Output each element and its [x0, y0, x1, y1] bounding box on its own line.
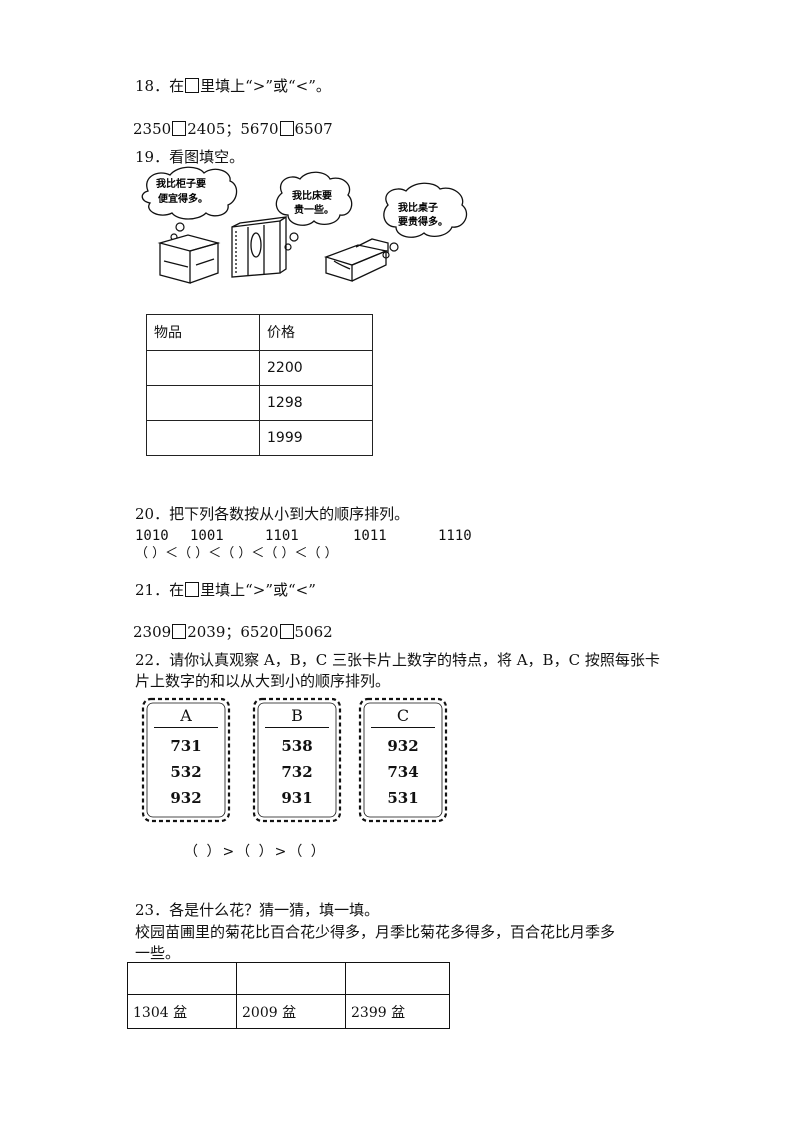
- q21-title: 21．在里填上“>”或“<”: [135, 581, 316, 599]
- item-cell[interactable]: [146, 350, 260, 386]
- price-cell: 2200: [259, 350, 373, 386]
- price-cell: 1999: [259, 420, 373, 456]
- thought-bubble: [141, 166, 238, 241]
- table-furniture-drawing: [157, 234, 221, 284]
- table-header: 价格: [259, 314, 373, 351]
- card-number: 532: [170, 763, 202, 781]
- card-number: 531: [387, 789, 419, 807]
- q23-title: 23．各是什么花？猜一猜，填一填。: [135, 901, 380, 919]
- q18-title: 18．在里填上“>”或“<”。: [135, 77, 331, 95]
- bubble-1-line-1: 我比柜子要: [156, 177, 206, 190]
- thought-bubble: [382, 182, 468, 259]
- q22-answer-blanks[interactable]: （ ）>（ ）>（ ）: [184, 844, 327, 860]
- q23-text-line-2: 一些。: [135, 944, 181, 962]
- card-divider: [154, 727, 218, 728]
- comparison-box[interactable]: [279, 624, 294, 639]
- card-label: A: [180, 706, 192, 725]
- answer-box: [185, 78, 200, 93]
- thought-bubble: [275, 171, 353, 251]
- card-b: B 538 732 931: [251, 696, 343, 824]
- card-number: 932: [387, 737, 419, 755]
- number: 1011: [353, 528, 387, 544]
- comparison-box[interactable]: [172, 624, 187, 639]
- q19-price-table: 物品 价格 2200 1298 1999: [146, 314, 373, 456]
- card-c: C 932 734 531: [357, 696, 449, 824]
- card-label: C: [396, 706, 410, 725]
- bubble-2-line-1: 我比床要: [292, 189, 332, 202]
- card-divider: [371, 727, 435, 728]
- comparison-box[interactable]: [279, 121, 294, 136]
- flower-count-cell: 2009 盆: [236, 994, 346, 1029]
- flower-name-cell[interactable]: [236, 962, 346, 995]
- q20-answer-blanks[interactable]: （ ）＜（ ）＜（ ）＜（ ）＜（ ）: [135, 546, 338, 561]
- q20-title: 20．把下列各数按从小到大的顺序排列。: [135, 505, 410, 523]
- answer-box: [185, 582, 200, 597]
- flower-count-cell: 1304 盆: [127, 994, 237, 1029]
- q19-title: 19．看图填空。: [135, 148, 245, 166]
- number: 1101: [265, 528, 299, 544]
- item-cell[interactable]: [146, 420, 260, 456]
- wardrobe-drawing: [231, 215, 287, 278]
- bed-drawing: [323, 238, 389, 282]
- card-number: 731: [170, 737, 202, 755]
- bubble-3-line-2: 要贵得多。: [398, 215, 448, 228]
- card-number: 932: [170, 789, 202, 807]
- card-label: B: [291, 706, 303, 725]
- table-header: 物品: [146, 314, 260, 351]
- flower-name-cell[interactable]: [345, 962, 450, 995]
- bubble-2-line-2: 贵一些。: [294, 203, 334, 216]
- number: 1010: [135, 528, 169, 544]
- bubble-1-line-2: 便宜得多。: [158, 192, 208, 205]
- decorative-border: [141, 697, 231, 823]
- q22-title-line-2: 片上数字的和以从大到小的顺序排列。: [135, 672, 391, 690]
- q23-flower-table: 1304 盆 2009 盆 2399 盆: [127, 962, 450, 1029]
- decorative-border: [252, 697, 342, 823]
- card-divider: [265, 727, 329, 728]
- furniture-illustration: 我比柜子要 便宜得多。 我比床要 贵一些。 我比桌子 要贵得多。: [141, 166, 468, 284]
- item-cell[interactable]: [146, 385, 260, 421]
- flower-name-cell[interactable]: [127, 962, 237, 995]
- card-number: 732: [281, 763, 313, 781]
- card-a: A 731 532 932: [140, 696, 232, 824]
- q22-title-line-1: 22．请你认真观察 A，B，C 三张卡片上数字的特点，将 A，B，C 按照每张卡: [135, 651, 660, 669]
- card-number: 734: [387, 763, 419, 781]
- comparison-box[interactable]: [172, 121, 187, 136]
- number: 1110: [438, 528, 472, 544]
- q23-text-line-1: 校园苗圃里的菊花比百合花少得多，月季比菊花多得多，百合花比月季多: [135, 923, 616, 941]
- bubble-3-line-1: 我比桌子: [398, 201, 438, 214]
- number: 1001: [190, 528, 224, 544]
- decorative-border: [358, 697, 448, 823]
- card-number: 538: [281, 737, 313, 755]
- card-number: 931: [281, 789, 313, 807]
- flower-count-cell: 2399 盆: [345, 994, 450, 1029]
- price-cell: 1298: [259, 385, 373, 421]
